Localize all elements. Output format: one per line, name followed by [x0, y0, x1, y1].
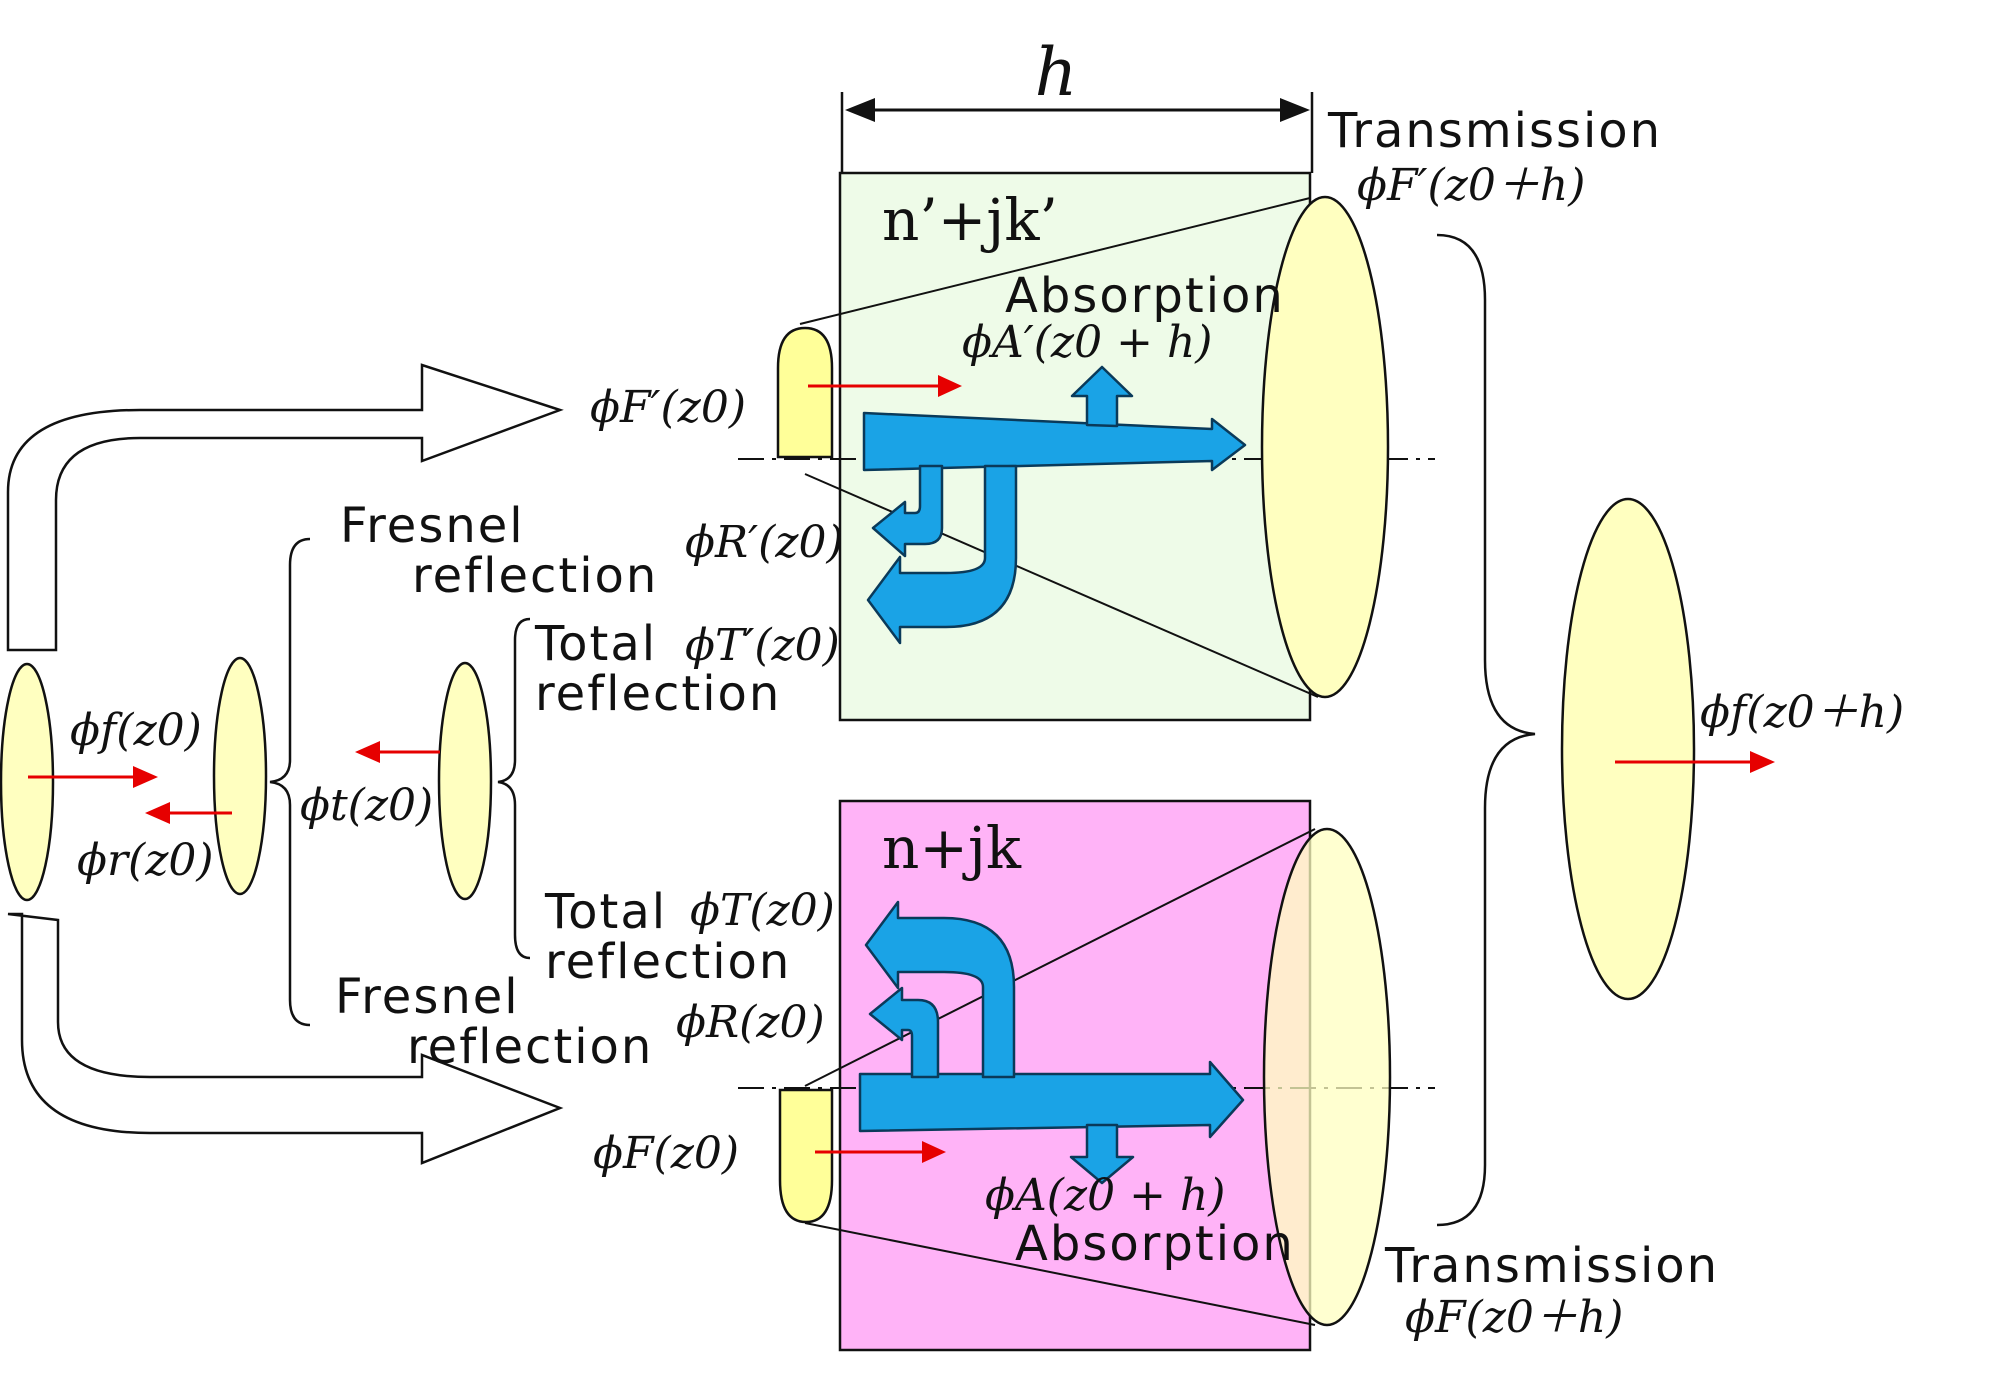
upper-cone-top-edge — [799, 197, 1311, 325]
dimension-label: h — [1035, 34, 1078, 111]
lower-direction-arrowhead — [922, 1141, 946, 1163]
phi-Rp-z0-label: ϕR′(z0) — [685, 517, 844, 568]
lower-total-reflection-arrow — [864, 900, 1016, 1079]
phi-F-z0h-label: ϕF(z0＋h) — [1405, 1292, 1623, 1343]
transmission-top-label: Transmission — [1327, 103, 1662, 159]
total-bottom-label-2: reflection — [545, 934, 791, 990]
fresnel-top-label-2: reflection — [412, 548, 658, 604]
lower-flow-arrows — [858, 900, 1245, 1185]
total-top-label-2: reflection — [535, 666, 781, 722]
upper-hollow-arrow — [6, 363, 564, 652]
upper-input-beam — [776, 326, 834, 459]
fresnel-top-label-1: Fresnel — [340, 498, 525, 554]
reflected-direction-arrowhead — [145, 802, 170, 824]
phi-R-z0-label: ϕR(z0) — [676, 997, 825, 1048]
transmitted-direction-arrowhead — [355, 741, 380, 763]
lower-transmission-arrow — [858, 1060, 1245, 1139]
upper-total-reflection-arrow — [866, 464, 1018, 645]
incident-beam — [0, 662, 55, 902]
transmission-bottom-label: Transmission — [1384, 1238, 1719, 1294]
lower-absorption-arrow — [1069, 1123, 1135, 1185]
dimension-arrowhead-left — [845, 98, 875, 122]
lower-output-beam — [1262, 827, 1392, 1327]
phi-Ap-z0h-label: ϕA′(z0 + h) — [962, 317, 1212, 368]
phi-Tp-z0-label: ϕT′(z0) — [685, 620, 840, 671]
upper-fresnel-reflection-arrow — [871, 464, 944, 558]
fresnel-bottom-label-2: reflection — [407, 1019, 653, 1075]
upper-flow-arrows — [862, 365, 1247, 645]
lower-hollow-arrow — [7, 912, 564, 1165]
phi-Fp-z0-label: ϕF′(z0) — [590, 382, 746, 433]
phi-F-z0-label: ϕF(z0) — [593, 1128, 739, 1179]
upper-absorption-arrow — [1070, 365, 1134, 428]
phi-Fp-z0h-label: ϕF′(z0＋h) — [1357, 160, 1585, 211]
phi-A-z0h-label: ϕA(z0 + h) — [985, 1170, 1225, 1221]
lower-cone-bottom-edge — [804, 1222, 1316, 1326]
lower-cone-top-edge — [804, 828, 1316, 1087]
absorption-bottom-label: Absorption — [1015, 1216, 1295, 1272]
reflected-transmitted-beam — [212, 656, 268, 896]
phi-f-z0h-label: ϕf(z0＋h) — [1700, 687, 1904, 738]
upper-output-beam — [1260, 195, 1390, 699]
lower-input-beam — [778, 1088, 834, 1224]
phi-r-z0-label: ϕr(z0) — [77, 835, 214, 886]
fresnel-brace — [269, 537, 311, 1027]
total-reflection-brace — [497, 617, 531, 960]
phi-f-z0-label: ϕf(z0) — [70, 705, 202, 756]
phi-t-z0-label: ϕt(z0) — [300, 780, 433, 831]
lower-medium-index: n+jk — [882, 814, 1022, 882]
incident-direction-arrowhead — [133, 766, 158, 788]
combination-brace — [1436, 233, 1536, 1227]
upper-direction-arrowhead — [938, 375, 962, 397]
total-top-label-1: Total — [534, 616, 657, 672]
dimension-arrowhead-right — [1280, 98, 1310, 122]
final-direction-arrowhead — [1750, 751, 1775, 773]
upper-cone-bottom-edge — [804, 473, 1319, 698]
total-bottom-label-1: Total — [544, 884, 667, 940]
upper-medium-index: n’+jk’ — [882, 186, 1058, 254]
absorption-top-label: Absorption — [1005, 268, 1285, 324]
fresnel-bottom-label-1: Fresnel — [335, 969, 520, 1025]
phi-T-z0-label: ϕT(z0) — [690, 885, 835, 936]
lower-fresnel-reflection-arrow — [868, 986, 940, 1079]
final-output-beam — [1560, 497, 1696, 1001]
transmitted-beam — [437, 661, 493, 901]
